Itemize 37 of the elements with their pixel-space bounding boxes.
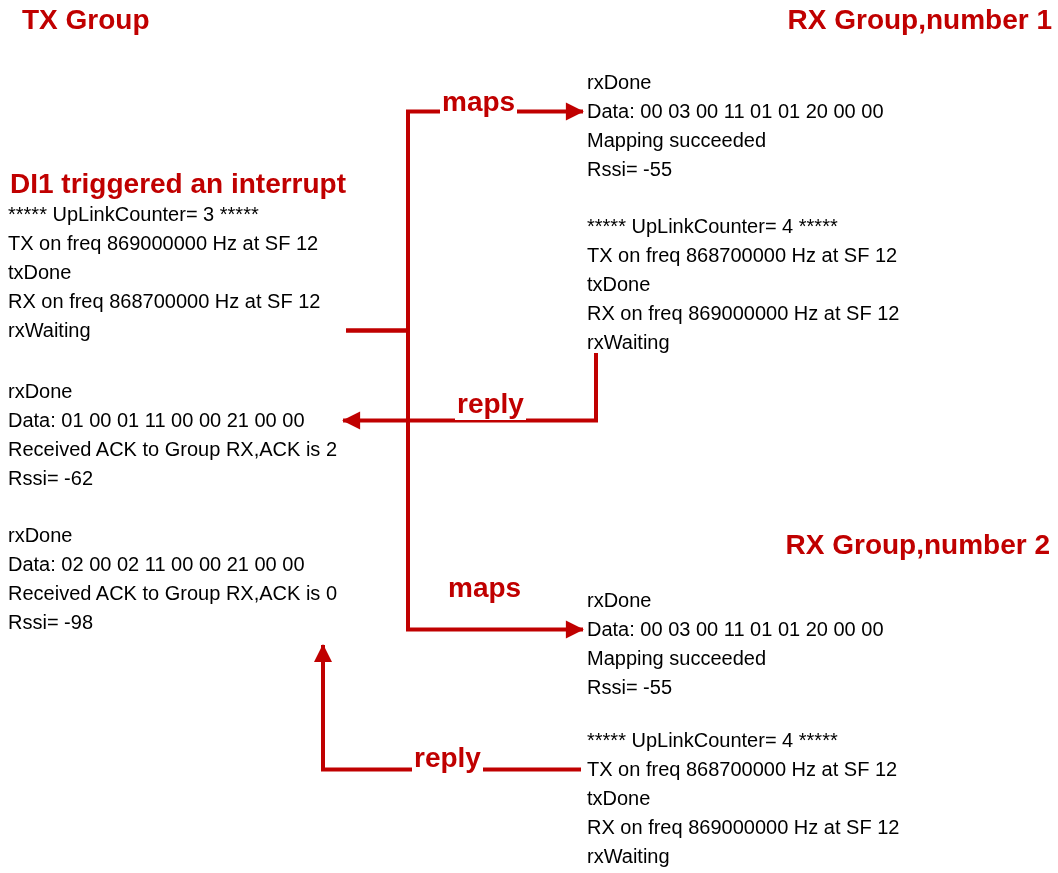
log-line: rxDone [587,588,652,613]
log-line: TX on freq 868700000 Hz at SF 12 [587,757,898,782]
log-line: ***** UpLinkCounter= 4 ***** [587,214,838,239]
arrow [346,328,584,639]
log-line: Rssi= -98 [8,610,94,635]
log-line: Rssi= -55 [587,157,673,182]
log-line: rxDone [587,70,652,95]
log-line: txDone [587,272,651,297]
log-line: Data: 01 00 01 11 00 00 21 00 00 [8,408,305,433]
log-line: Received ACK to Group RX,ACK is 0 [8,581,338,606]
log-line: rxDone [8,379,73,404]
log-line: Rssi= -55 [587,675,673,700]
log-line: rxWaiting [8,318,91,343]
log-line: Mapping succeeded [587,646,766,671]
log-line: ***** UpLinkCounter= 3 ***** [8,202,259,227]
log-line: Data: 02 00 02 11 00 00 21 00 00 [8,552,305,577]
heading-text: DI1 triggered an interrupt [10,168,347,200]
log-line: TX on freq 869000000 Hz at SF 12 [8,231,319,256]
log-line: Mapping succeeded [587,128,766,153]
log-line: Received ACK to Group RX,ACK is 2 [8,437,338,462]
group-title: RX Group,number 1 [787,4,1052,36]
log-line: TX on freq 868700000 Hz at SF 12 [587,243,898,268]
log-line: Data: 00 03 00 11 01 01 20 00 00 [587,617,884,642]
log-line: rxWaiting [587,330,670,355]
log-line: Data: 00 03 00 11 01 01 20 00 00 [587,99,884,124]
group-title: TX Group [22,4,150,36]
group-title: RX Group,number 2 [785,529,1050,561]
log-line: RX on freq 869000000 Hz at SF 12 [587,301,900,326]
arrow [342,353,598,430]
log-line: RX on freq 869000000 Hz at SF 12 [587,815,900,840]
log-line: ***** UpLinkCounter= 4 ***** [587,728,838,753]
log-line: RX on freq 868700000 Hz at SF 12 [8,289,321,314]
log-line: rxDone [8,523,73,548]
log-line: rxWaiting [587,844,670,869]
log-line: Rssi= -62 [8,466,94,491]
log-line: txDone [587,786,651,811]
log-line: txDone [8,260,72,285]
